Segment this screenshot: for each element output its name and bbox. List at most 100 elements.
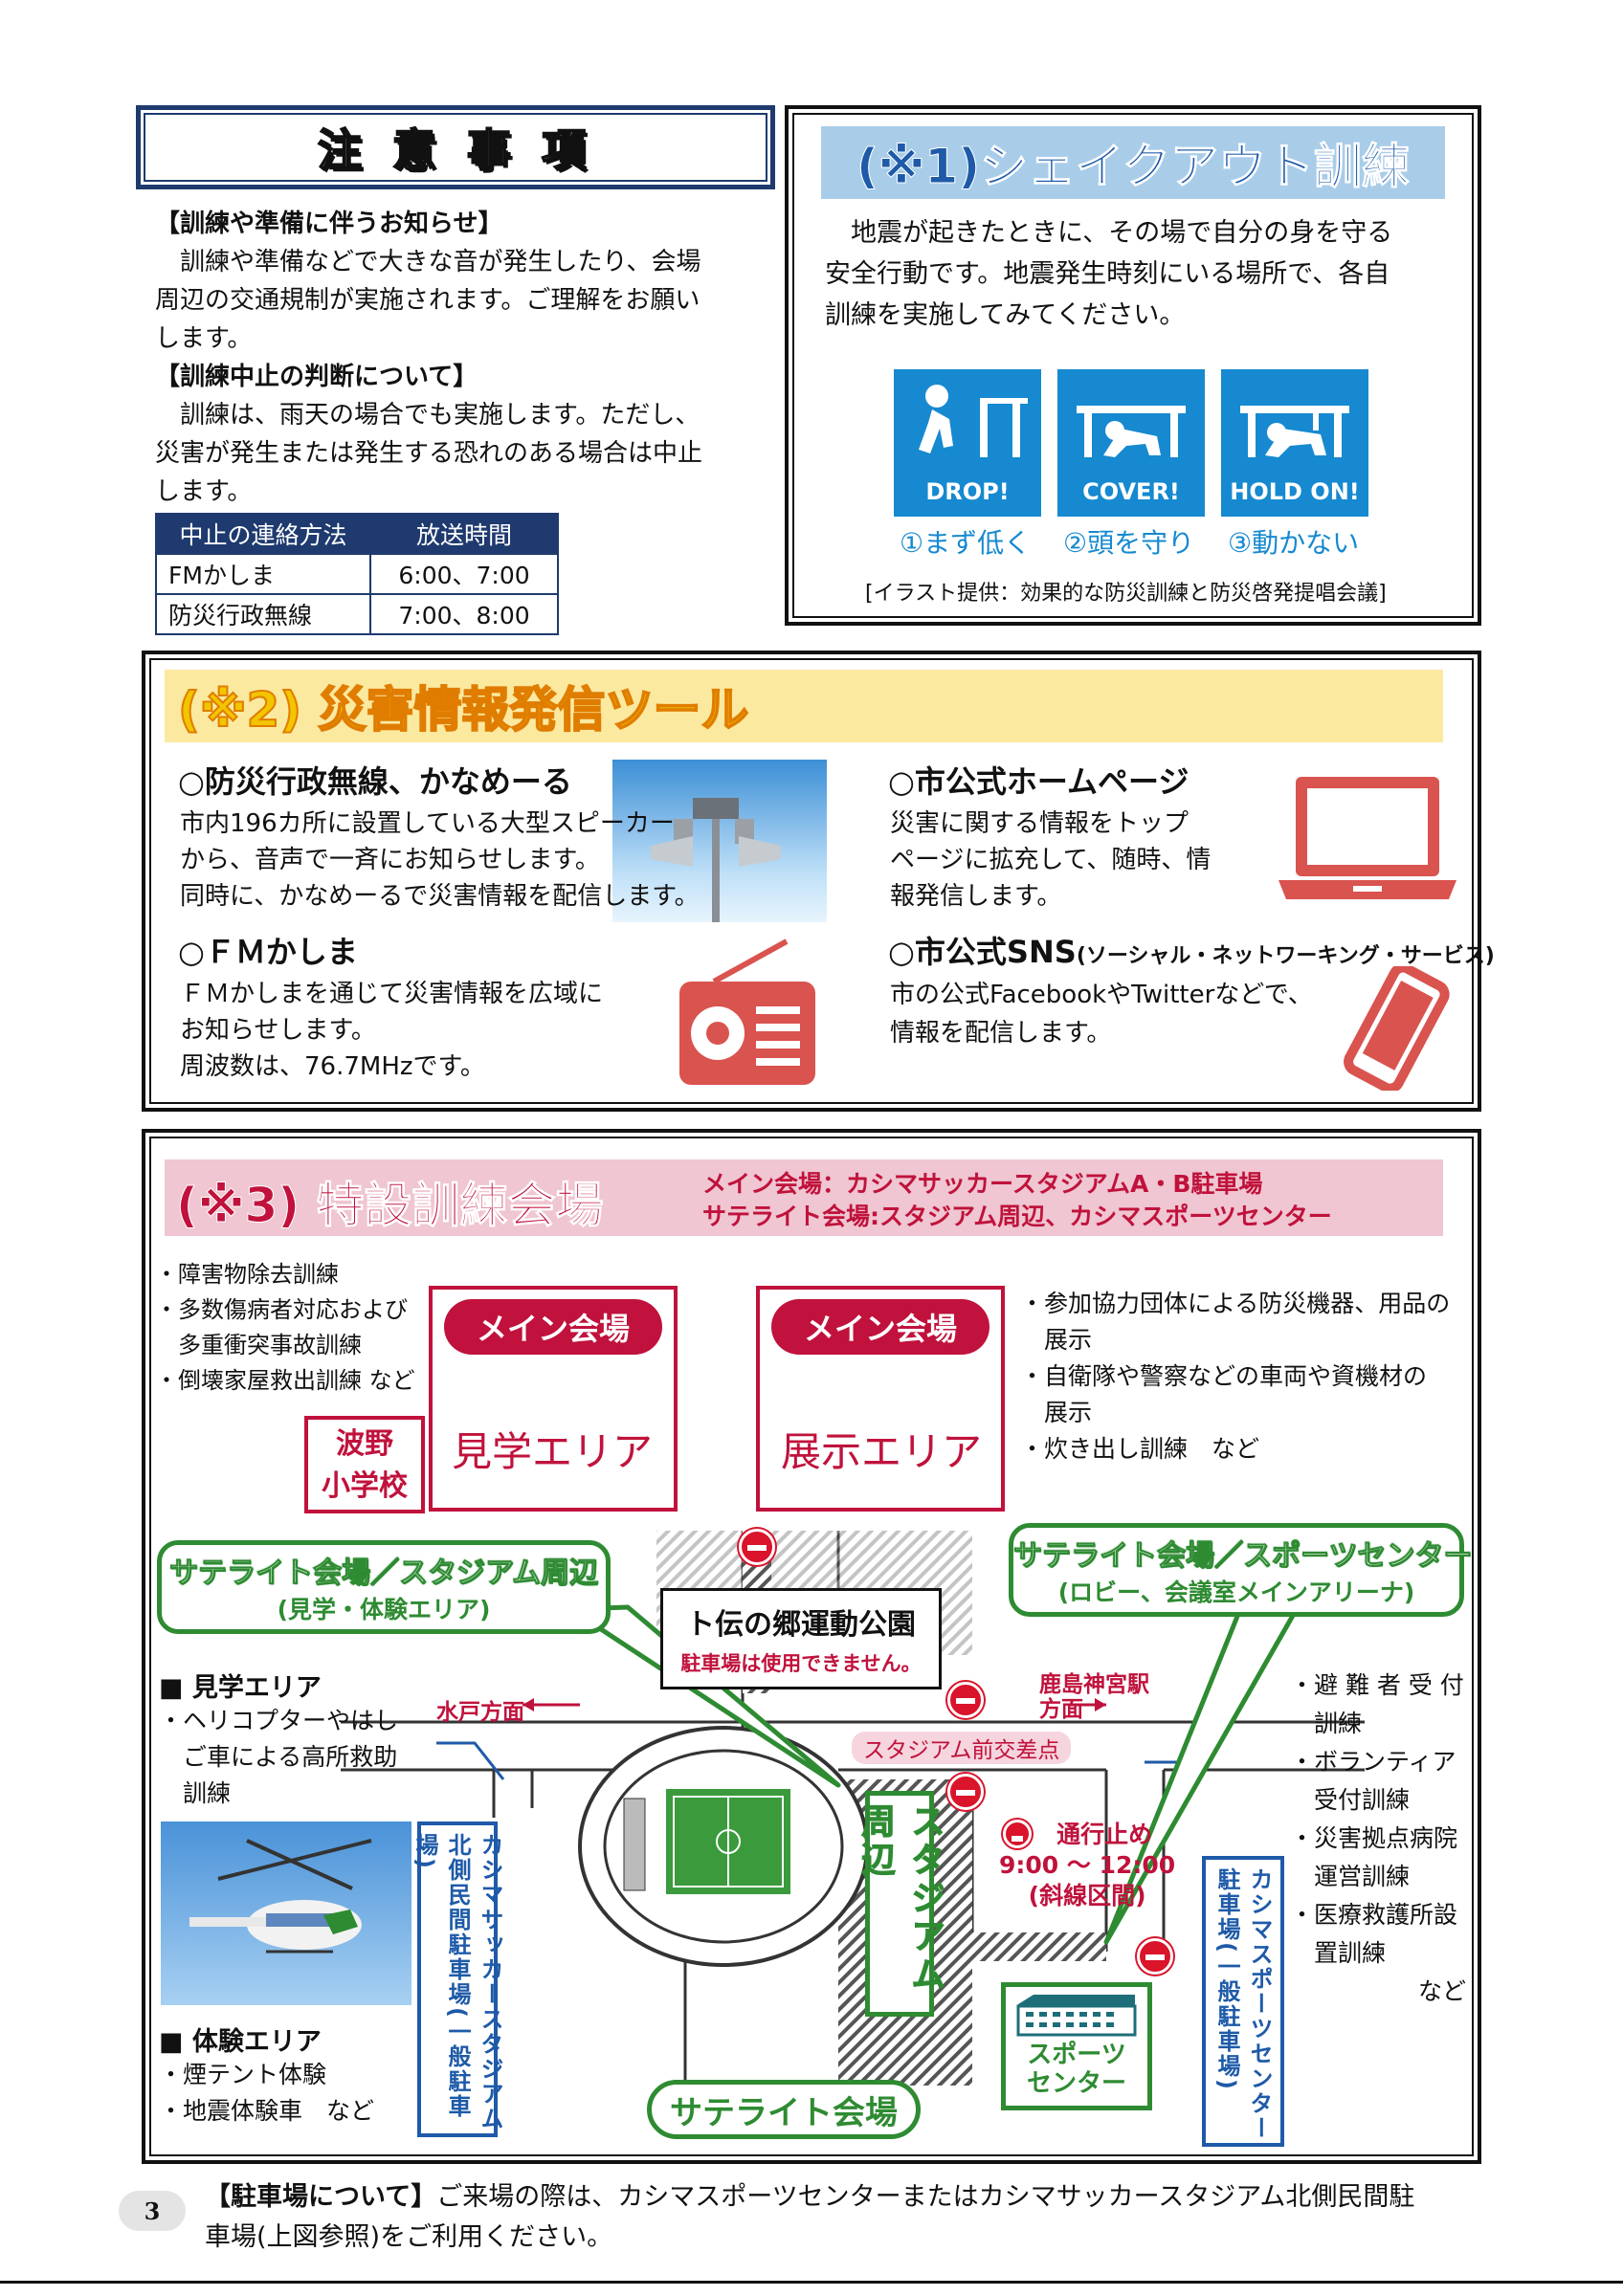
right-exhibit-list: ・参加協力団体による防災機器、用品の 展示 ・自衛隊や警察などの車両や資機材の … bbox=[1020, 1286, 1450, 1468]
drop-icon: DROP! bbox=[894, 369, 1041, 517]
hold-on-label: HOLD ON! bbox=[1230, 478, 1360, 505]
list-item: ・倒壊家屋救出訓練 など bbox=[155, 1367, 415, 1394]
shakeout-step-1: ①まず低く bbox=[900, 527, 1032, 559]
kashima-jingu-direction: 鹿島神宮駅 方面 bbox=[1039, 1672, 1149, 1722]
table-cell: 6:00、7:00 bbox=[369, 553, 559, 595]
list-item: 多重衝突事故訓練 bbox=[155, 1332, 362, 1358]
homepage-text-line: 報発信します。 bbox=[890, 882, 1062, 911]
notes-title: 注 意 事 項 bbox=[317, 123, 594, 177]
tools-title: (※2) 災害情報発信ツール bbox=[177, 681, 750, 739]
shakeout-credit: [イラスト提供：効果的な防災訓練と防災啓発提唱会議] bbox=[865, 582, 1387, 606]
tools-box bbox=[142, 651, 1481, 1112]
homepage-text-line: ページに拡充して、随時、情 bbox=[890, 846, 1212, 874]
cover-icon: COVER! bbox=[1057, 369, 1205, 517]
taiken-text-line: ・煙テント体験 bbox=[159, 2061, 327, 2088]
fm-text-line: ＦＭかしまを通じて災害情報を広域に bbox=[180, 980, 604, 1008]
sports-center-parking-label: カシマスポーツセンター駐車場(一般駐車場) bbox=[1213, 1867, 1273, 2141]
shakeout-title: (※1)シェイクアウト訓練 bbox=[856, 139, 1411, 195]
kengaku-text-line: ・ヘリコプターやはし bbox=[159, 1707, 399, 1734]
north-parking-box: カシマサッカースタジアム北側民間駐車場(一般駐車場) bbox=[411, 1821, 503, 2137]
table-header: 中止の連絡方法 bbox=[155, 513, 371, 555]
satellite-left-title: サテライト会場／スタジアム周辺 bbox=[169, 1556, 599, 1591]
kengaku-area-label: 見学エリア bbox=[452, 1428, 654, 1475]
venue-title-band bbox=[165, 1159, 1443, 1236]
main-badge-label: メイン会場 bbox=[803, 1311, 957, 1347]
satellite-left-sub: (見学・体験エリア) bbox=[277, 1596, 491, 1623]
parking-note: 【駐車場について】ご来場の際は、カシマスポーツセンターまたはカシマサッカースタジ… bbox=[205, 2177, 1414, 2258]
list-item: ・自衛隊や警察などの車両や資機材の bbox=[1020, 1362, 1428, 1390]
broadcast-table: 中止の連絡方法 放送時間 FMかしま 6:00、7:00 防災行政無線 7:00… bbox=[155, 513, 559, 635]
hold-on-icon: HOLD ON! bbox=[1221, 369, 1368, 517]
musen-heading: ○防災行政無線、かなめーる bbox=[178, 763, 572, 800]
musen-text-line: 同時に、かなめーるで災害情報を配信します。 bbox=[180, 882, 700, 911]
sports-center-parking-box: カシマスポーツセンター駐車場(一般駐車場) bbox=[1202, 1856, 1284, 2147]
kashima-jingu-label: 方面 bbox=[1039, 1697, 1083, 1722]
no-entry-sign bbox=[1003, 1820, 1032, 1848]
no-entry-sign bbox=[947, 1774, 984, 1810]
main-badge-right: メイン会場 bbox=[771, 1299, 989, 1355]
satellite-right-callout: サテライト会場／スポーツセンター (ロビー、会議室メインアリーナ) bbox=[1009, 1523, 1473, 1617]
stadium-area-label: スタジアム周辺 bbox=[856, 1803, 945, 1996]
taiken-text: ・煙テント体験 ・地震体験車 など bbox=[159, 2057, 374, 2130]
bottom-rule bbox=[0, 2281, 1623, 2284]
list-item: ・災害拠点病院 bbox=[1290, 1824, 1458, 1852]
shakeout-text-line: 地震が起きたときに、その場で自分の身を守る bbox=[825, 218, 1393, 248]
sns-text-line: 市の公式FacebookやTwitterなどで、 bbox=[890, 981, 1313, 1009]
list-item: ・ボランティア bbox=[1290, 1748, 1456, 1776]
taiken-text-line: ・地震体験車 など bbox=[159, 2097, 375, 2125]
shakeout-text: 地震が起きたときに、その場で自分の身を守る 安全行動です。地震発生時刻にいる場所… bbox=[825, 212, 1392, 336]
sports-center-training-list: ・避 難 者 受 付 訓練 ・ボランティア 受付訓練 ・災害拠点病院 運営訓練 … bbox=[1290, 1667, 1472, 2011]
table-header: 放送時間 bbox=[369, 513, 559, 555]
notes-text-line: します。 bbox=[155, 477, 253, 506]
cover-label: COVER! bbox=[1082, 478, 1180, 505]
table-cell: 7:00、8:00 bbox=[369, 593, 559, 635]
fm-text: ＦＭかしまを通じて災害情報を広域に お知らせします。 周波数は、76.7MHzで… bbox=[180, 976, 603, 1085]
park-box: ト伝の郷運動公園 駐車場は使用できません。 bbox=[660, 1588, 942, 1689]
list-item: 運営訓練 bbox=[1290, 1863, 1411, 1890]
park-note: 駐車場は使用できません。 bbox=[680, 1652, 922, 1675]
helicopter-photo bbox=[161, 1821, 411, 2005]
north-parking-label: カシマサッカースタジアム北側民間駐車場(一般駐車場) bbox=[411, 1833, 503, 2131]
list-item: 展示 bbox=[1020, 1326, 1093, 1354]
fm-text-line: 周波数は、76.7MHzです。 bbox=[180, 1052, 485, 1081]
notes-title-box: 注 意 事 項 bbox=[136, 105, 775, 189]
no-entry-sign bbox=[739, 1529, 775, 1565]
shakeout-step-3: ③動かない bbox=[1228, 527, 1360, 559]
table-header-row: 中止の連絡方法 放送時間 bbox=[155, 513, 559, 555]
satellite-venue-pill: サテライト会場 bbox=[647, 2080, 921, 2139]
hano-school-label: 波野 bbox=[336, 1427, 393, 1461]
list-item: 置訓練 bbox=[1290, 1939, 1387, 1967]
sns-heading-main: ○市公式SNS bbox=[888, 934, 1077, 970]
closure-note: (斜線区間) bbox=[1028, 1882, 1146, 1910]
venue-title: (※3) 特設訓練会場 bbox=[176, 1178, 605, 1234]
notes-text-line: します。 bbox=[155, 324, 253, 353]
sports-center-box: スポーツ センター bbox=[1001, 1982, 1152, 2110]
musen-text-line: から、音声で一斉にお知らせします。 bbox=[180, 846, 600, 874]
stadium-crossing: スタジアム前交差点 bbox=[852, 1732, 1072, 1764]
sns-text: 市の公式FacebookやTwitterなどで、 情報を配信します。 bbox=[890, 976, 1313, 1052]
parking-note-heading: 【駐車場について】 bbox=[205, 2182, 437, 2212]
road-closure-notice: 通行止め 9:00 ～ 12:00 (斜線区間) bbox=[999, 1820, 1175, 1911]
stadium-area-box: スタジアム周辺 bbox=[856, 1791, 945, 2017]
shakeout-box bbox=[785, 105, 1481, 626]
notes-heading-2: 【訓練中止の判断について】 bbox=[155, 363, 478, 391]
tools-title-band: (※2) 災害情報発信ツール bbox=[165, 670, 1443, 742]
mito-direction: 水戸方面 bbox=[436, 1700, 524, 1725]
list-item: ・参加協力団体による防災機器、用品の bbox=[1020, 1290, 1451, 1317]
kashima-jingu-label: 鹿島神宮駅 bbox=[1039, 1672, 1149, 1697]
shakeout-text-line: 訓練を実施してみてください。 bbox=[825, 300, 1186, 330]
kengaku-text-line: 訓練 bbox=[159, 1779, 232, 1807]
shakeout-title-band: (※1)シェイクアウト訓練 bbox=[821, 126, 1445, 199]
kengaku-area-box bbox=[429, 1286, 678, 1512]
hano-school-label: 小学校 bbox=[322, 1469, 408, 1503]
list-item: ・炊き出し訓練 など bbox=[1020, 1435, 1260, 1463]
main-badge-left: メイン会場 bbox=[444, 1299, 662, 1355]
list-item: 受付訓練 bbox=[1290, 1786, 1411, 1814]
list-item: ・障害物除去訓練 bbox=[155, 1261, 339, 1288]
notes-text-line: 災害が発生または発生する恐れのある場合は中止 bbox=[155, 439, 703, 468]
list-item: ・避 難 者 受 付 bbox=[1290, 1671, 1464, 1699]
notes-text-line: 訓練は、雨天の場合でも実施します。ただし、 bbox=[155, 401, 700, 430]
list-item: など bbox=[1417, 1977, 1466, 2005]
parking-note-line: 車場(上図参照)をご利用ください。 bbox=[205, 2222, 613, 2252]
smartphone-icon bbox=[1344, 966, 1450, 1091]
